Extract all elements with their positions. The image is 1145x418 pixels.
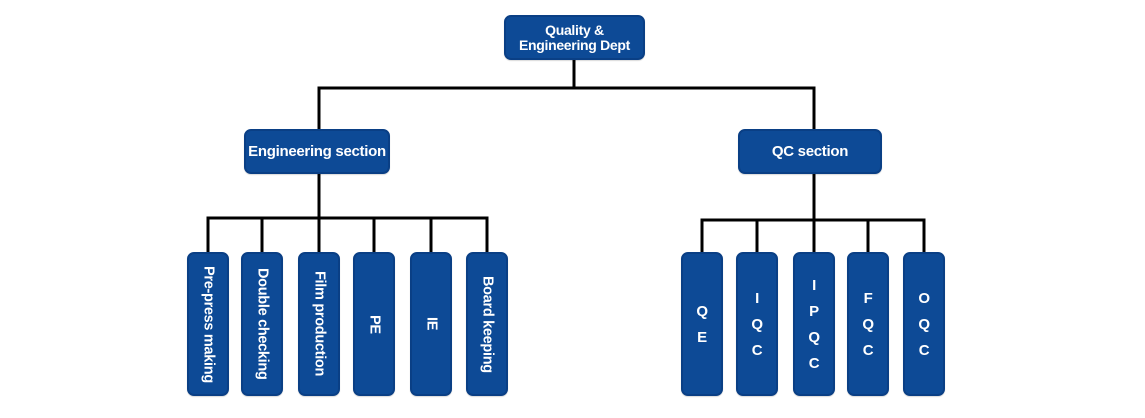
label-letter: F xyxy=(863,289,873,307)
label-letter: I xyxy=(755,289,759,307)
label-letter: C xyxy=(808,354,820,372)
node-label: Pre-press making xyxy=(200,265,217,383)
qc-section-node: QC section xyxy=(738,129,882,174)
label-letter: O xyxy=(918,289,930,307)
engineering-section-node: Engineering section xyxy=(244,129,390,174)
engineering-section-label: Engineering section xyxy=(248,143,386,160)
label-letter: C xyxy=(918,341,930,359)
label-letter: Q xyxy=(918,315,930,333)
node-label: IE xyxy=(423,317,440,331)
node-double-checking: Double checking xyxy=(241,252,283,396)
node-board-keeping: Board keeping xyxy=(466,252,508,396)
label-letter: I xyxy=(812,276,816,294)
root-label: Quality & Engineering Dept xyxy=(518,21,631,53)
node-label: Double checking xyxy=(254,268,271,380)
label-letter: Q xyxy=(696,302,708,320)
node-ie: IE xyxy=(410,252,452,396)
qc-section-label: QC section xyxy=(771,143,849,160)
node-pe: PE xyxy=(353,252,395,396)
node-label: Film production xyxy=(311,271,328,377)
node-pre-press-making: Pre-press making xyxy=(187,252,229,396)
node-label: PE xyxy=(366,314,383,334)
label-letter: Q xyxy=(862,315,874,333)
node-film-production: Film production xyxy=(298,252,340,396)
label-letter: E xyxy=(697,328,707,346)
label-letter: C xyxy=(862,341,874,359)
node-label: Board keeping xyxy=(479,275,496,373)
label-letter: C xyxy=(751,341,763,359)
label-letter: Q xyxy=(808,328,820,346)
label-letter: Q xyxy=(751,315,763,333)
label-letter: P xyxy=(809,302,819,320)
root-node: Quality & Engineering Dept xyxy=(504,15,645,60)
